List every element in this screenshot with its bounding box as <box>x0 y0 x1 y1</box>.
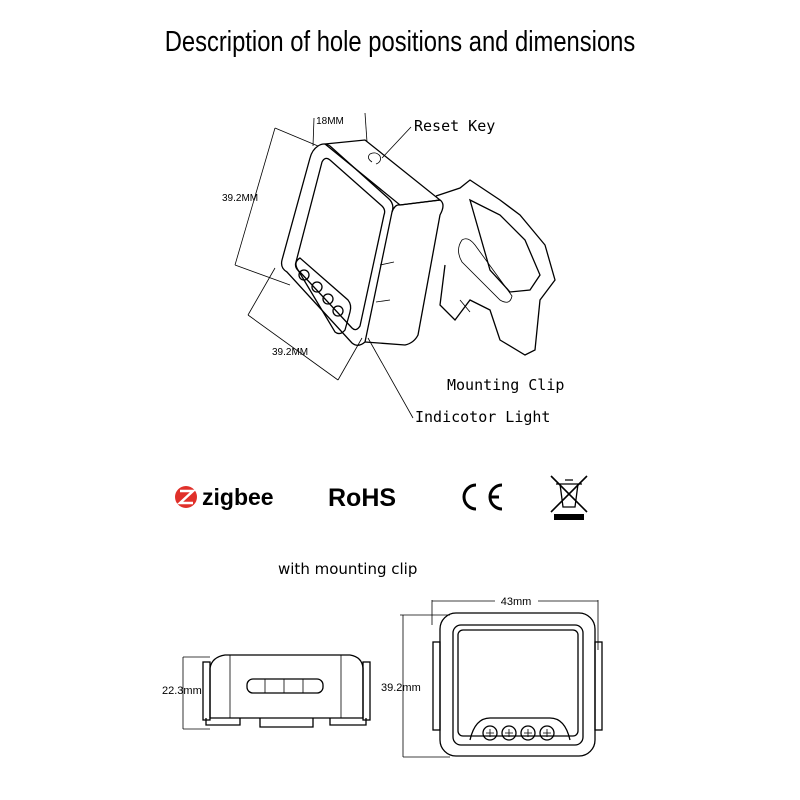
ce-logo <box>462 483 503 511</box>
dim-height-label: 39.2MM <box>222 193 258 204</box>
iso-device-drawing <box>234 112 556 419</box>
front-dim-width-label: 43mm <box>501 596 532 608</box>
terminal-screws <box>482 725 555 741</box>
dim-depth-label: 18MM <box>316 116 344 127</box>
mounting-clip-label: Mounting Clip <box>447 376 564 394</box>
reset-key-label: Reset Key <box>414 117 495 135</box>
front-view-drawing <box>400 600 603 758</box>
front-dim-height-label: 39.2mm <box>381 682 421 694</box>
indicator-light-label: Indicotor Light <box>415 408 550 426</box>
rohs-logo: RoHS <box>328 484 396 512</box>
weee-bin-icon <box>550 475 588 520</box>
zigbee-text: zigbee <box>202 484 274 510</box>
page-title: Description of hole positions and dimens… <box>164 26 636 58</box>
side-dim-height-label: 22.3mm <box>162 685 202 697</box>
zigbee-logo: zigbee <box>175 484 274 510</box>
side-view-drawing <box>182 654 371 730</box>
dim-width-label: 39.2MM <box>272 347 308 358</box>
subtitle: with mounting clip <box>278 560 417 578</box>
